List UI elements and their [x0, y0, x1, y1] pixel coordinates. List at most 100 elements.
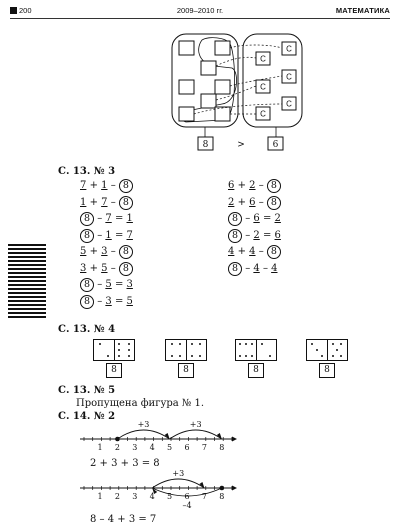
operator: –: [97, 213, 103, 224]
operator: –: [258, 246, 264, 257]
equation-row: 8 – 7 = 1: [80, 212, 133, 226]
operator: +: [237, 180, 246, 191]
pip: [245, 343, 248, 346]
pip: [332, 355, 335, 358]
arc-arrow-icon: [216, 433, 222, 439]
circles-set-outline: [242, 33, 303, 128]
operator: =: [114, 279, 124, 290]
operand-b: 5: [101, 262, 108, 274]
operand-a: 4: [228, 246, 235, 257]
circle-letter: C: [286, 45, 292, 54]
pip: [118, 343, 121, 346]
equation-row: 8 – 5 = 3: [80, 278, 133, 292]
operand-c: 2: [274, 213, 281, 224]
operator: –: [245, 262, 251, 274]
circle-letter: C: [260, 55, 266, 64]
page-number: 200: [10, 6, 32, 15]
comparison-sign: >: [237, 140, 245, 150]
domino-total: 8: [319, 363, 335, 378]
answer-text: Пропущена фигура № 1.: [76, 398, 205, 409]
operator: +: [89, 180, 98, 191]
arc-arrow-icon: [152, 488, 158, 494]
equation-row: 2 + 6 – 8: [228, 195, 281, 210]
side-stripes-decoration: [8, 244, 46, 318]
pip: [340, 343, 343, 346]
operator: –: [110, 180, 116, 191]
tick-label: 5: [167, 443, 172, 452]
equation-row: 8 – 6 = 2: [228, 212, 281, 226]
tick-label: 7: [202, 443, 207, 452]
square-marker-icon: [10, 7, 17, 14]
operator: +: [237, 246, 246, 257]
operand-b: 6: [253, 213, 260, 224]
page-header: 200 2009–2010 гг. МАТЕМАТИКА: [10, 6, 390, 18]
page-number-text: 200: [19, 6, 32, 15]
operator: +: [89, 262, 98, 274]
square-6: [200, 93, 217, 109]
operator: –: [110, 196, 116, 208]
operand-a: 8: [80, 294, 94, 309]
operator: –: [97, 295, 103, 307]
square-8: [214, 106, 231, 122]
operator: =: [114, 213, 124, 224]
operand-c: 8: [118, 179, 133, 193]
operator: +: [237, 196, 246, 208]
equation-row: 8 – 1 = 7: [80, 228, 133, 243]
tick-label: 1: [97, 492, 102, 501]
pip: [251, 343, 254, 346]
jump-label: +3: [138, 420, 150, 429]
operand-b: 7: [105, 213, 112, 224]
pair-line-1: [229, 44, 283, 49]
equation-row: 3 + 5 – 8: [80, 261, 133, 276]
operand-a: 6: [228, 180, 235, 191]
domino-divider: [186, 340, 187, 360]
pip: [199, 343, 202, 346]
equation-row: 5 + 3 – 8: [80, 245, 133, 259]
pip: [118, 349, 121, 352]
pip: [311, 343, 314, 346]
arc-arrow-icon: [199, 482, 205, 488]
equation-row: 7 + 1 – 8: [80, 179, 133, 193]
domino-divider: [256, 340, 257, 360]
equation-row: 6 + 2 – 8: [228, 179, 281, 193]
operand-b: 4: [253, 262, 260, 274]
operand-b: 7: [101, 196, 108, 208]
pair-line-4: [215, 85, 257, 101]
operand-c: 8: [118, 245, 133, 259]
operator: –: [97, 229, 103, 241]
operand-c: 8: [266, 195, 281, 210]
circle-letter: C: [286, 100, 292, 109]
circle-box-6: [255, 106, 271, 121]
operator: –: [110, 262, 116, 274]
jump-label: –4: [182, 501, 191, 510]
operand-b: 5: [105, 279, 112, 290]
operator: =: [114, 229, 124, 241]
equation-row: 4 + 4 – 8: [228, 245, 281, 259]
circle-count: 6: [273, 140, 279, 150]
axis-arrow-icon: [232, 485, 237, 491]
square-count: 8: [203, 140, 209, 150]
operand-c: 8: [266, 245, 281, 259]
operand-c: 8: [118, 261, 133, 276]
tick-label: 2: [115, 443, 120, 452]
jump-label: +3: [190, 420, 202, 429]
venn-diagram: C C C C C C 8 > 6: [171, 33, 303, 151]
jump-arc: [117, 429, 170, 440]
pip: [332, 343, 335, 346]
pip: [118, 355, 121, 358]
domino-1: [93, 339, 135, 361]
square-7: [178, 106, 195, 122]
tick-label: 6: [184, 492, 189, 501]
pair-line-2: [215, 56, 257, 67]
operand-c: 3: [126, 279, 133, 290]
pip: [179, 343, 182, 346]
domino-2: [165, 339, 207, 361]
section-title: С. 14. № 2: [58, 411, 116, 422]
operator: –: [262, 262, 268, 274]
operand-b: 1: [105, 229, 112, 241]
circle-box-5: [281, 96, 297, 111]
domino-divider: [114, 340, 115, 360]
operand-c: 8: [266, 179, 281, 193]
